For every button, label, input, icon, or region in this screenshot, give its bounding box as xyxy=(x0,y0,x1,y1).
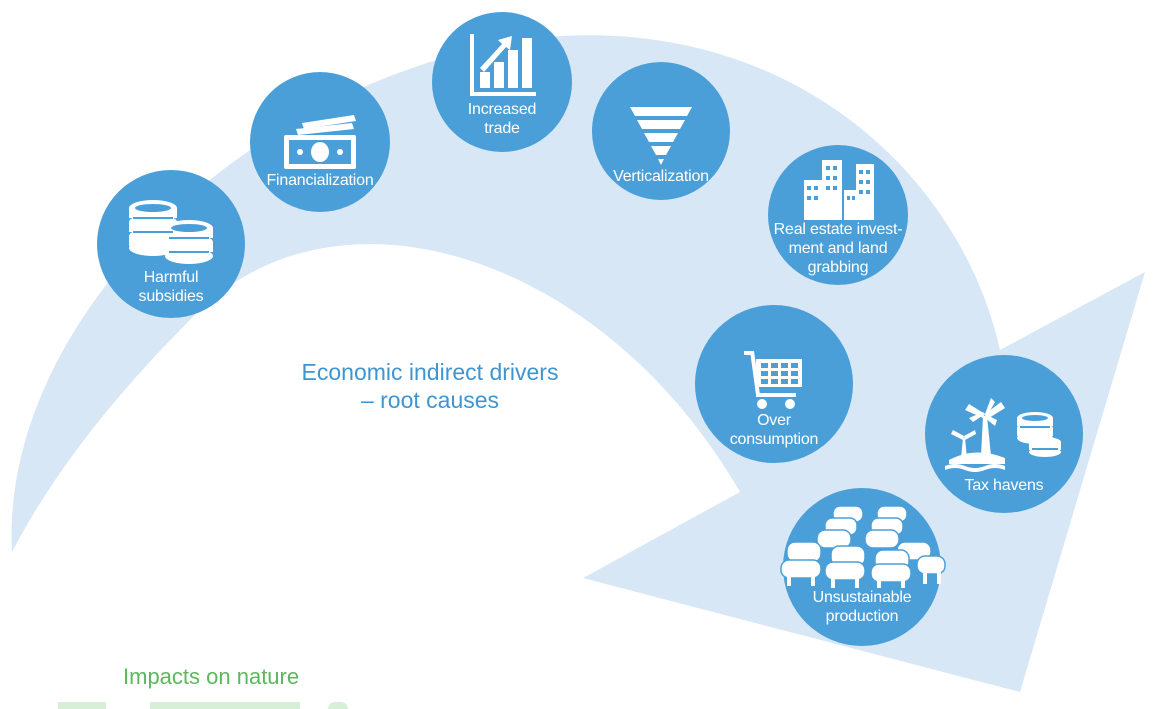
driver-label: Verticalization xyxy=(613,168,709,185)
buildings-icon xyxy=(804,160,874,220)
driver-unsustainable-production: Unsustainable production xyxy=(780,488,946,646)
banknote-icon xyxy=(284,115,356,169)
driver-tax-havens: Tax havens xyxy=(925,355,1083,513)
driver-label: Over consumption xyxy=(729,412,819,448)
impacts-label: Impacts on nature xyxy=(123,664,300,689)
coins-icon xyxy=(129,200,213,264)
driver-label: Increased trade xyxy=(467,101,537,137)
driver-over-consumption: Over consumption xyxy=(695,305,853,463)
impacts-arrow-fragment xyxy=(58,702,106,709)
driver-real-estate: Real estate invest- ment and land grabbi… xyxy=(768,145,908,285)
inverted-pyramid-icon xyxy=(630,107,692,165)
impacts-arrow-fragment xyxy=(328,702,348,709)
driver-label: Real estate invest- ment and land grabbi… xyxy=(773,221,903,276)
driver-label: Harmful subsidies xyxy=(138,269,204,305)
shopping-cart-icon xyxy=(744,351,802,409)
livestock-icon xyxy=(780,505,946,588)
driver-label: Financialization xyxy=(266,172,374,189)
driver-financialization: Financialization xyxy=(250,72,390,212)
impacts-arrow-fragment xyxy=(150,702,300,709)
driver-label: Tax havens xyxy=(964,477,1044,494)
driver-harmful-subsidies: Harmful subsidies xyxy=(97,170,245,318)
central-label: Economic indirect drivers – root causes xyxy=(301,359,559,413)
driver-verticalization: Verticalization xyxy=(592,62,730,200)
driver-increased-trade: Increased trade xyxy=(432,12,572,152)
island-coins-icon xyxy=(945,398,1061,472)
driver-label: Unsustainable production xyxy=(812,589,912,625)
rising-chart-icon xyxy=(470,34,536,96)
